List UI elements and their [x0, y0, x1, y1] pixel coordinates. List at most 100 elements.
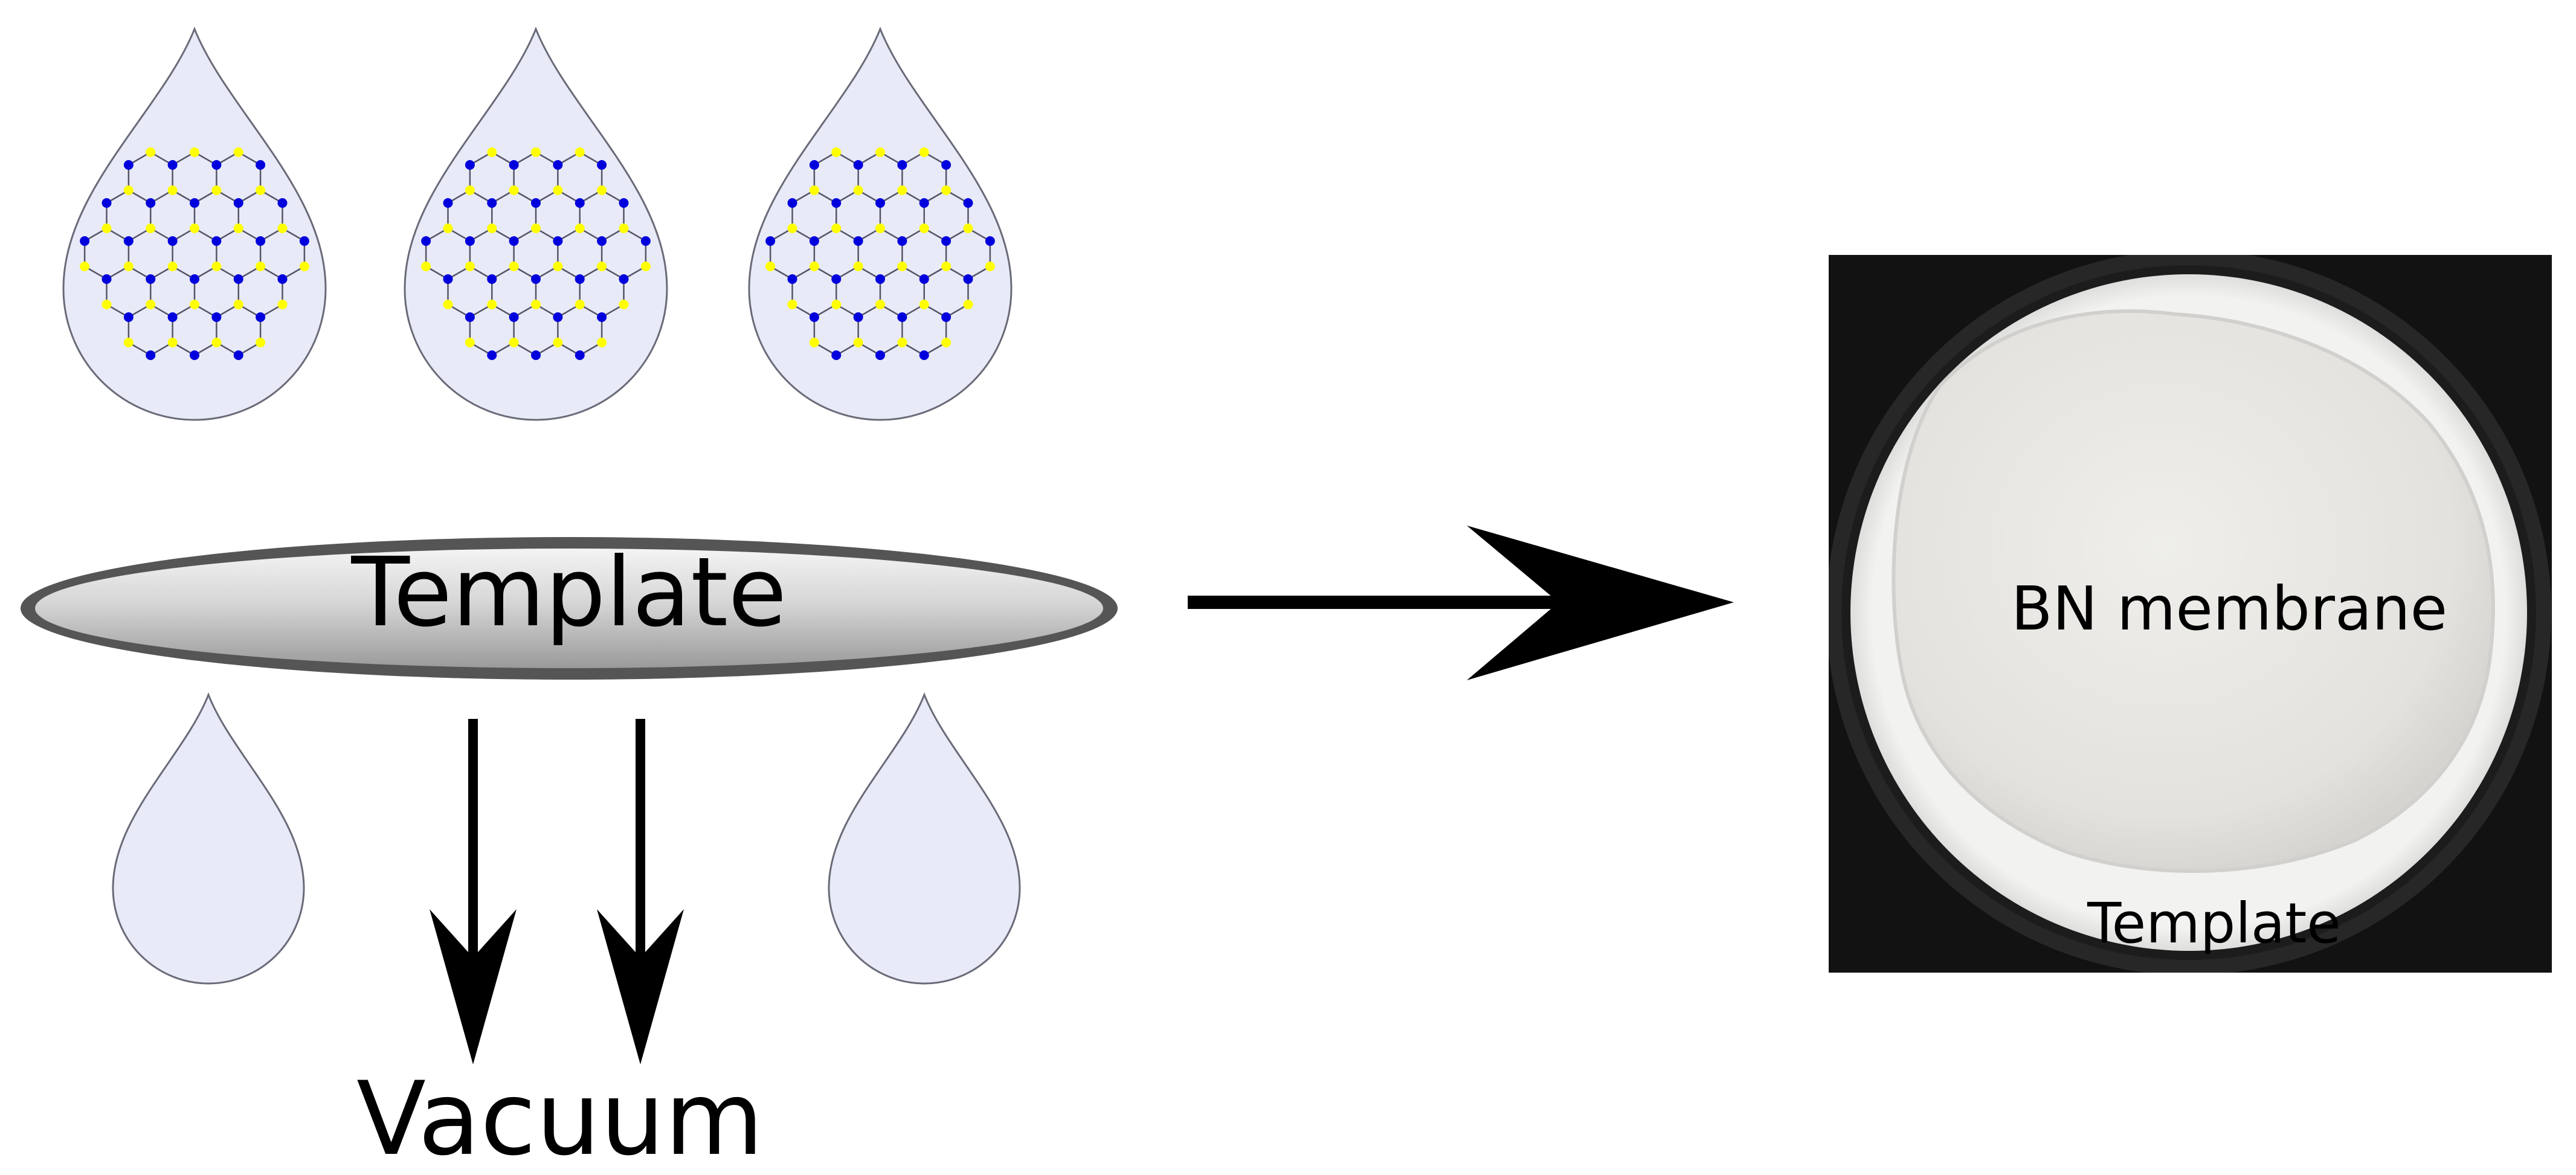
nitrogen-atom: [167, 236, 178, 246]
nitrogen-atom: [443, 198, 453, 208]
boron-atom: [831, 224, 842, 233]
boron-atom: [465, 338, 475, 347]
boron-atom: [421, 262, 431, 271]
boron-atom: [146, 300, 156, 309]
boron-atom: [167, 185, 178, 195]
nitrogen-atom: [787, 198, 797, 208]
nitrogen-atom: [256, 312, 266, 322]
boron-atom: [123, 338, 134, 347]
hbn-lattice: [765, 147, 995, 360]
boron-atom: [853, 185, 863, 195]
nitrogen-atom: [211, 160, 222, 170]
boron-atom: [809, 338, 819, 347]
template-surface: [35, 549, 1103, 668]
nitrogen-atom: [101, 274, 112, 284]
boron-atom: [509, 338, 519, 347]
nitrogen-atom: [985, 236, 995, 246]
filtrate-droplet-right: [828, 692, 1021, 985]
nitrogen-atom: [831, 274, 842, 284]
boron-atom: [787, 224, 797, 233]
boron-atom: [985, 262, 995, 271]
boron-atom: [853, 338, 863, 347]
boron-atom: [299, 262, 309, 271]
boron-atom: [256, 338, 266, 347]
boron-atom: [487, 147, 497, 157]
nitrogen-atom: [875, 198, 885, 208]
boron-atom: [809, 262, 819, 271]
nitrogen-atom: [553, 312, 563, 322]
nitrogen-atom: [487, 274, 497, 284]
boron-atom: [875, 147, 885, 157]
nitrogen-atom: [233, 198, 243, 208]
nitrogen-atom: [809, 312, 819, 322]
nitrogen-atom: [465, 236, 475, 246]
nitrogen-atom: [831, 350, 842, 360]
boron-atom: [597, 262, 607, 271]
nitrogen-atom: [123, 236, 134, 246]
boron-atom: [211, 338, 222, 347]
boron-atom: [256, 185, 266, 195]
template-disc: Template: [21, 537, 1118, 680]
membrane-label: BN membrane: [2011, 573, 2447, 644]
nitrogen-atom: [853, 236, 863, 246]
boron-atom: [963, 224, 973, 233]
boron-atom: [465, 185, 475, 195]
nitrogen-atom: [531, 350, 541, 360]
nitrogen-atom: [831, 198, 842, 208]
boron-atom: [575, 300, 585, 309]
nitrogen-atom: [443, 274, 453, 284]
boron-atom: [167, 262, 178, 271]
boron-atom: [619, 224, 629, 233]
template-label: Template: [351, 537, 787, 648]
boron-atom: [146, 147, 156, 157]
boron-atom: [831, 300, 842, 309]
boron-atom: [575, 224, 585, 233]
boron-atom: [897, 262, 907, 271]
boron-atom: [101, 224, 112, 233]
nitrogen-atom: [233, 350, 243, 360]
boron-atom: [553, 185, 563, 195]
boron-atom: [597, 185, 607, 195]
nitrogen-atom: [553, 160, 563, 170]
nitrogen-atom: [465, 160, 475, 170]
boron-atom: [190, 224, 199, 233]
nitrogen-atom: [487, 198, 497, 208]
droplet-shape: [112, 692, 305, 985]
hbn-lattice: [80, 147, 309, 360]
boron-atom: [101, 300, 112, 309]
nitrogen-atom: [963, 198, 973, 208]
nitrogen-atom: [553, 236, 563, 246]
boron-atom: [919, 147, 929, 157]
boron-atom: [123, 185, 134, 195]
nitrogen-atom: [509, 236, 519, 246]
arrow-right-icon: [1188, 526, 1734, 680]
boron-atom: [831, 147, 842, 157]
boron-atom: [146, 224, 156, 233]
boron-atom: [919, 224, 929, 233]
boron-atom: [509, 185, 519, 195]
boron-atom: [897, 185, 907, 195]
bn-membrane: [1892, 309, 2495, 874]
dispersion-droplet-2: [404, 26, 668, 421]
boron-atom: [509, 262, 519, 271]
boron-atom: [919, 300, 929, 309]
nitrogen-atom: [941, 236, 952, 246]
dispersion-droplet-3: [748, 26, 1013, 421]
boron-atom: [531, 300, 541, 309]
boron-atom: [553, 262, 563, 271]
boron-atom: [787, 300, 797, 309]
boron-atom: [619, 300, 629, 309]
nitrogen-atom: [787, 274, 797, 284]
nitrogen-atom: [875, 274, 885, 284]
nitrogen-atom: [146, 350, 156, 360]
nitrogen-atom: [531, 198, 541, 208]
boron-atom: [765, 262, 776, 271]
boron-atom: [80, 262, 90, 271]
boron-atom: [531, 224, 541, 233]
boron-atom: [190, 147, 199, 157]
nitrogen-atom: [101, 198, 112, 208]
nitrogen-atom: [619, 274, 629, 284]
nitrogen-atom: [597, 160, 607, 170]
nitrogen-atom: [575, 274, 585, 284]
